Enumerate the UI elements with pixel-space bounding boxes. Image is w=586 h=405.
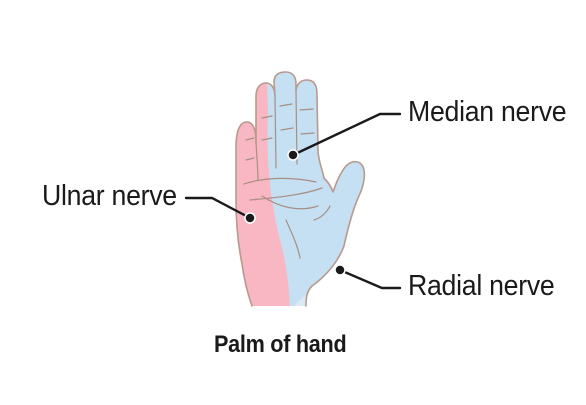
ulnar-region <box>236 72 290 306</box>
radial-leader <box>338 268 402 290</box>
radial-dot <box>334 264 346 276</box>
leader-lines <box>184 112 402 290</box>
hand-outline <box>235 71 366 307</box>
ulnar-leader <box>184 196 252 220</box>
ulnar-nerve-label: Ulnar nerve <box>42 180 177 212</box>
median-dot <box>287 149 299 161</box>
median-leader <box>291 112 402 157</box>
median-nerve-label: Median nerve <box>408 96 567 128</box>
radial-nerve-label: Radial nerve <box>408 270 555 302</box>
palm-caption: Palm of hand <box>214 331 347 358</box>
ulnar-dot <box>244 212 256 224</box>
pointer-dots <box>244 149 346 276</box>
palm-creases <box>243 89 331 259</box>
nerve-regions <box>236 72 365 306</box>
